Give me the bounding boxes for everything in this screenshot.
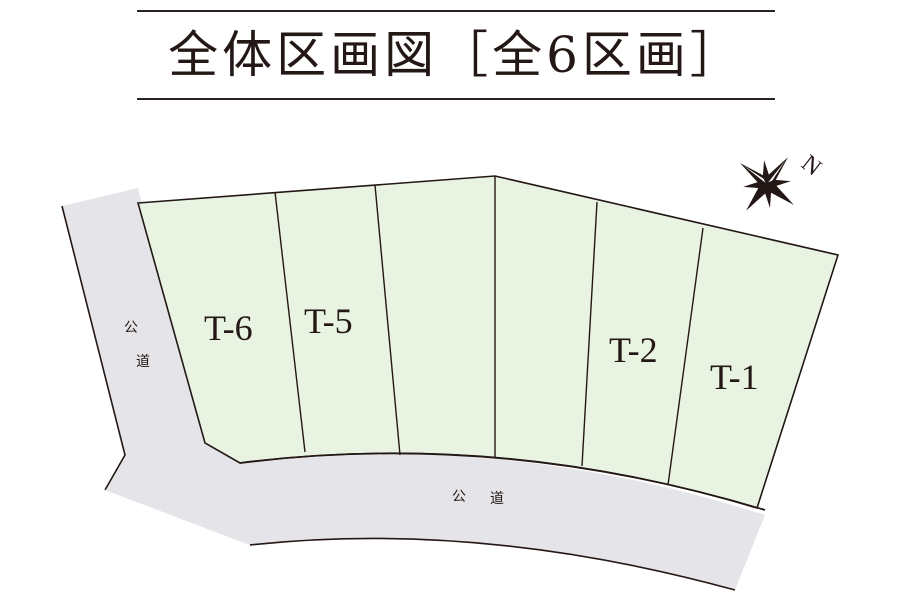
lot-label-t6[interactable]: T-6 <box>204 308 253 348</box>
lot-divider <box>274 191 306 453</box>
road-west-label-2: 道 <box>136 354 150 370</box>
title-block: 全体区画図［全6区画］ <box>137 10 775 101</box>
compass-rose-icon <box>740 157 794 211</box>
north-label: N <box>796 150 826 181</box>
road-west-label-1: 公 <box>124 320 138 336</box>
lot-label-t2[interactable]: T-2 <box>609 330 658 370</box>
lots-block <box>136 175 840 511</box>
title-bottom-rule <box>137 98 775 100</box>
lot-label-t1[interactable]: T-1 <box>710 357 759 397</box>
road-south-label-2: 道 <box>490 491 504 507</box>
lot-divider <box>374 184 401 456</box>
lot-divider <box>667 227 704 486</box>
road-south <box>105 443 765 591</box>
lot-label-t5[interactable]: T-5 <box>304 301 353 341</box>
page-title: 全体区画図［全6区画］ <box>168 26 744 84</box>
lot-divider <box>581 201 598 467</box>
title-top-rule <box>137 10 775 12</box>
road-south-label-1: 公 <box>452 489 466 505</box>
